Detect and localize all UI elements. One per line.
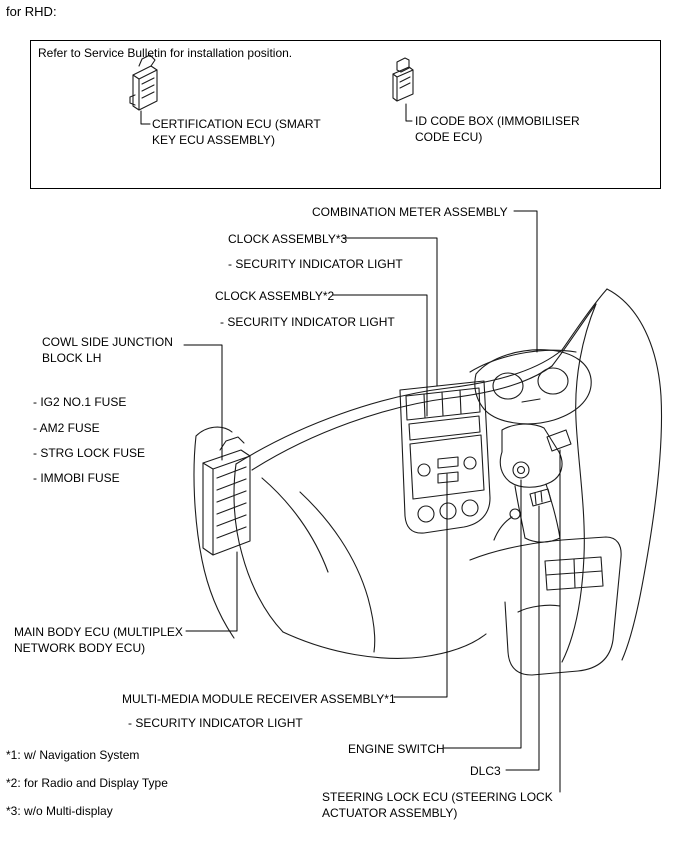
label-certification-ecu-line2: KEY ECU ASSEMBLY) [152, 133, 275, 147]
leader-cowl-side-junction [183, 344, 223, 461]
label-multimedia-security-indicator: - SECURITY INDICATOR LIGHT [128, 716, 303, 730]
label-id-code-box-line2: CODE ECU) [415, 130, 483, 144]
label-multimedia-receiver: MULTI-MEDIA MODULE RECEIVER ASSEMBLY*1 [122, 692, 396, 706]
leader-engine-switch [443, 479, 522, 749]
label-clock-assembly-3-security-indicator: - SECURITY INDICATOR LIGHT [228, 257, 403, 271]
leader-multimedia-receiver [393, 473, 448, 698]
label-dlc3: DLC3 [470, 764, 501, 778]
id-code-box-icon [392, 57, 414, 102]
label-immobi-fuse: - IMMOBI FUSE [33, 471, 120, 485]
service-bulletin-box: Refer to Service Bulletin for installati… [30, 40, 661, 189]
leader-id-code-box [405, 103, 413, 122]
leader-clock-assembly-3 [342, 237, 438, 387]
label-combination-meter-assembly: COMBINATION METER ASSEMBLY [312, 205, 508, 219]
label-strg-lock-fuse: - STRG LOCK FUSE [33, 446, 146, 460]
footnote-2: *2: for Radio and Display Type [6, 776, 168, 790]
leader-clock-assembly-2 [332, 294, 428, 417]
leader-lines [140, 103, 561, 793]
footnote-1: *1: w/ Navigation System [6, 748, 140, 762]
label-cowl-side-junction-block: COWL SIDE JUNCTION BLOCK LH [42, 334, 173, 366]
certification-ecu-icon [129, 54, 158, 111]
service-bulletin-note: Refer to Service Bulletin for installati… [38, 46, 293, 60]
dashboard-line-art [193, 288, 663, 676]
leader-main-body-ecu [185, 551, 238, 632]
leader-certification-ecu [140, 110, 151, 125]
center-stack-drawing [399, 380, 491, 534]
console-drawing [469, 508, 622, 676]
label-main-body-ecu: MAIN BODY ECU (MULTIPLEX NETWORK BODY EC… [14, 624, 183, 656]
instrument-cluster-drawing [469, 349, 592, 425]
label-steering-lock-ecu: STEERING LOCK ECU (STEERING LOCK ACTUATO… [322, 789, 553, 821]
label-id-code-box: ID CODE BOX (IMMOBILISER CODE ECU) [415, 113, 580, 145]
page-title: for RHD: [6, 4, 57, 19]
label-clock-assembly-2-security-indicator: - SECURITY INDICATOR LIGHT [220, 315, 395, 329]
label-cowl-side-junction-line2: BLOCK LH [42, 351, 102, 365]
label-clock-assembly-3: CLOCK ASSEMBLY*3 [228, 232, 348, 246]
leader-combination-meter [513, 210, 538, 353]
junction-block-drawing [193, 426, 251, 639]
footnote-3: *3: w/o Multi-display [6, 804, 113, 818]
label-main-body-ecu-line1: MAIN BODY ECU (MULTIPLEX [14, 625, 183, 639]
label-clock-assembly-2: CLOCK ASSEMBLY*2 [215, 289, 335, 303]
label-main-body-ecu-line2: NETWORK BODY ECU) [14, 641, 146, 655]
label-engine-switch: ENGINE SWITCH [348, 742, 445, 756]
label-id-code-box-line1: ID CODE BOX (IMMOBILISER [415, 114, 580, 128]
label-am2-fuse: - AM2 FUSE [33, 421, 100, 435]
label-certification-ecu-line1: CERTIFICATION ECU (SMART [152, 117, 321, 131]
leader-dlc3 [505, 505, 540, 771]
label-steering-lock-ecu-line1: STEERING LOCK ECU (STEERING LOCK [322, 790, 553, 804]
label-cowl-side-junction-line1: COWL SIDE JUNCTION [42, 335, 173, 349]
label-certification-ecu: CERTIFICATION ECU (SMART KEY ECU ASSEMBL… [152, 116, 321, 148]
label-ig2-no1-fuse: - IG2 NO.1 FUSE [33, 395, 127, 409]
label-steering-lock-ecu-line2: ACTUATOR ASSEMBLY) [322, 806, 458, 820]
